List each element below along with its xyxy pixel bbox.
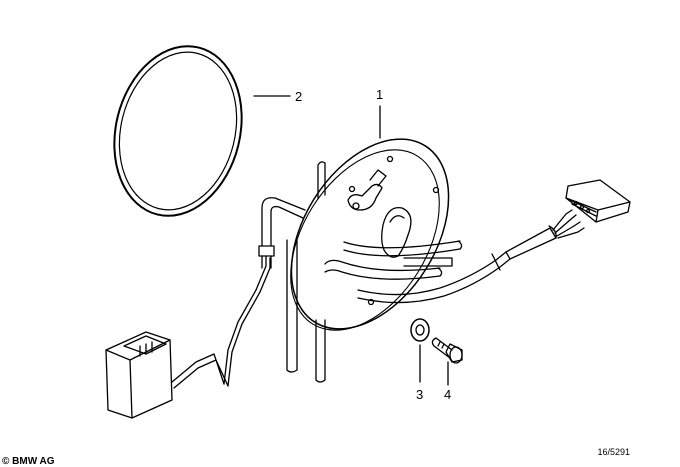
copyright-text: © BMW AG — [2, 456, 55, 467]
sealing-ring — [113, 45, 243, 217]
callout-3: 3 — [416, 387, 423, 402]
bolt — [431, 337, 463, 364]
washer — [410, 318, 430, 342]
level-sensor — [105, 255, 271, 419]
pump-flange-assembly — [258, 138, 631, 383]
reference-code: 16/5291 — [597, 447, 630, 457]
callout-2: 2 — [295, 89, 302, 104]
callout-1: 1 — [376, 87, 383, 102]
callout-4: 4 — [444, 387, 451, 402]
